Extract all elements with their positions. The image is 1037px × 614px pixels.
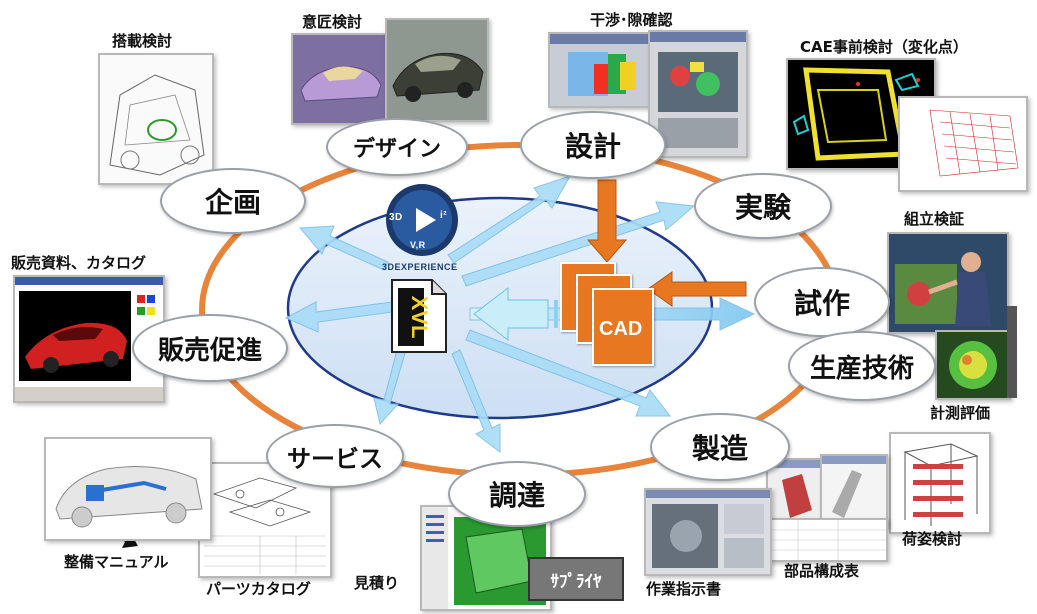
stage-hanbai: 販売促進 <box>132 314 288 382</box>
caption-sagyo: 作業指示書 <box>646 580 722 598</box>
logo-mark-vr: V,R <box>410 240 426 250</box>
stage-chotatsu: 調達 <box>448 461 586 527</box>
caption-buhin: 部品構成表 <box>784 562 860 580</box>
keisoku-side-bar <box>1007 306 1017 398</box>
stage-sekkei: 設計 <box>520 111 666 179</box>
arrow-to-jikken <box>461 201 696 287</box>
thumb-sagyo <box>644 488 772 576</box>
arrow-to-chotatsu <box>451 349 501 453</box>
thumb-isho-1 <box>291 33 389 125</box>
arrow-to-sekkei <box>447 175 572 264</box>
stage-service: サービス <box>266 424 404 488</box>
supplier-badge: ｻﾌﾟﾗｲﾔ <box>528 557 624 601</box>
logo-mark-i: i² <box>440 210 448 221</box>
thumb-seibi <box>44 437 212 541</box>
thumb-kansho-1 <box>548 32 652 108</box>
thumb-buhin-3 <box>766 518 888 562</box>
caption-mitsumori: 見積り <box>354 574 400 592</box>
arrow-shisaku-to-cad <box>647 271 747 307</box>
stage-seizo: 製造 <box>650 413 790 481</box>
xvl-document-icon <box>391 279 447 353</box>
stage-jikken: 実験 <box>694 173 832 239</box>
arrow-to-service <box>373 345 407 426</box>
xvl-label: XVL <box>407 295 432 339</box>
caption-hanbai-shiryo: 販売資料、カタログ <box>11 254 147 272</box>
caption-parts: パーツカタログ <box>206 580 311 598</box>
supplier-label: ｻﾌﾟﾗｲﾔ <box>550 571 602 592</box>
cad-label: CAD <box>599 318 643 340</box>
thumb-nisugata <box>889 432 991 534</box>
caption-isho: 意匠検討 <box>302 13 363 31</box>
thumb-tousai <box>98 53 214 185</box>
stage-seisan: 生産技術 <box>788 331 936 401</box>
cad-input-arrows <box>586 179 747 307</box>
thumb-cae-2 <box>898 96 1028 192</box>
logo-name-3dexperience: 3DEXPERIENCE <box>382 262 458 272</box>
thumb-kansho-2 <box>648 30 748 158</box>
arrow-to-seizo <box>465 329 672 417</box>
arrow-to-kikaku <box>298 225 389 271</box>
caption-kansho: 干渉･隙確認 <box>590 11 673 29</box>
thumb-buhin-2 <box>820 454 888 528</box>
stage-shisaku: 試作 <box>754 267 890 337</box>
caption-nisugata: 荷姿検討 <box>902 530 963 548</box>
3dexperience-logo-icon <box>386 184 458 256</box>
stage-kikaku: 企画 <box>160 168 306 234</box>
caption-seibi: 整備マニュアル <box>64 553 169 571</box>
distribution-arrows <box>284 175 756 453</box>
caption-keisoku: 計測評価 <box>930 404 991 422</box>
thumb-kumitate <box>887 232 1009 334</box>
arrow-to-hanbai <box>284 301 393 333</box>
thumb-hanbai <box>13 275 165 403</box>
thumb-keisoku <box>935 330 1011 400</box>
logo-mark-3d: 3D <box>389 212 403 223</box>
stage-design: デザイン <box>326 118 468 176</box>
caption-tousai: 搭載検討 <box>112 32 173 50</box>
arrow-sekkei-to-cad <box>586 179 628 263</box>
cad-doc-front <box>592 288 654 366</box>
thumb-isho-2 <box>385 18 489 122</box>
caption-cae: CAE事前検討（変化点） <box>800 38 968 56</box>
caption-kumitate: 組立検証 <box>904 210 965 228</box>
